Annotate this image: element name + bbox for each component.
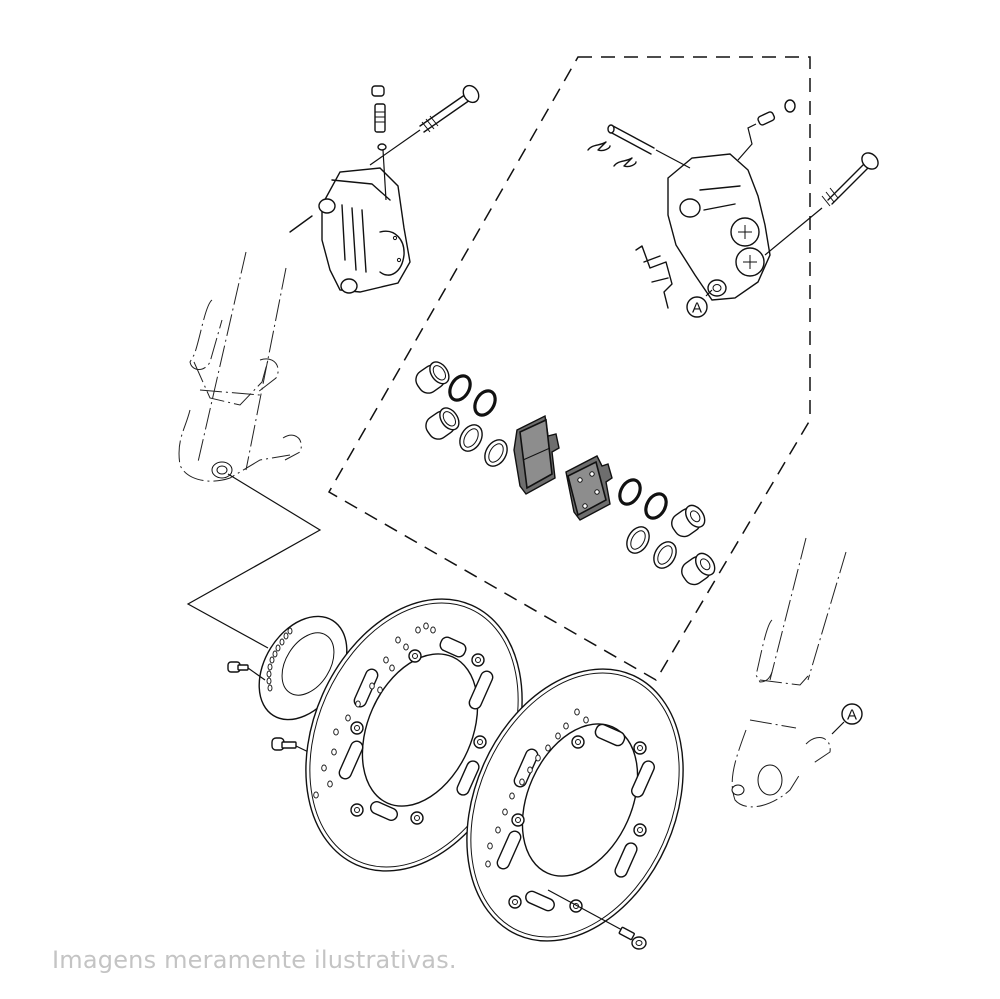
abs-rotor-bolt: [227, 661, 266, 681]
dust-seal: [448, 374, 472, 402]
dust-seal: [644, 492, 668, 520]
right-pad-spring: [635, 245, 673, 309]
brake-disc-rear: [466, 668, 684, 942]
axle-boss: [211, 461, 233, 479]
brake-disc-front: [305, 598, 523, 872]
right-pad-pin-clips: [587, 141, 637, 168]
left-caliper-mounting-bolt: [369, 84, 480, 166]
piston-seal: [626, 526, 650, 554]
brake-pad-left: [513, 414, 560, 495]
dust-seal: [473, 389, 497, 417]
right-pad-pin: [607, 124, 691, 169]
dust-seal: [618, 478, 642, 506]
piston-seal: [459, 424, 483, 452]
callout-a-caliper: A: [686, 289, 713, 318]
right-caliper-mounting-bolt: [764, 152, 879, 256]
svg-text:A: A: [847, 707, 857, 724]
seals-left: [448, 374, 508, 467]
callout-a-fork: A: [831, 703, 863, 735]
disc-bolt-right: [547, 889, 647, 950]
right-bleed-screw: [737, 99, 796, 161]
left-bleed-screw: [371, 85, 387, 201]
pistons-right-pair: [671, 504, 716, 586]
disclaimer-caption: Imagens meramente ilustrativas.: [52, 946, 457, 974]
right-brake-caliper: [667, 153, 771, 301]
svg-text:A: A: [692, 300, 702, 317]
brake-pad-right: [565, 455, 613, 521]
piston-seal: [484, 439, 508, 467]
right-fork-leg: [731, 537, 847, 808]
exploded-group-boundary: [327, 56, 811, 682]
pistons-left-pair: [415, 361, 460, 440]
seals-right: [618, 478, 677, 569]
left-brake-caliper: [289, 167, 411, 294]
axle-leader-line: [186, 473, 322, 649]
piston-seal: [653, 541, 677, 569]
left-fork-leg: [178, 251, 302, 482]
